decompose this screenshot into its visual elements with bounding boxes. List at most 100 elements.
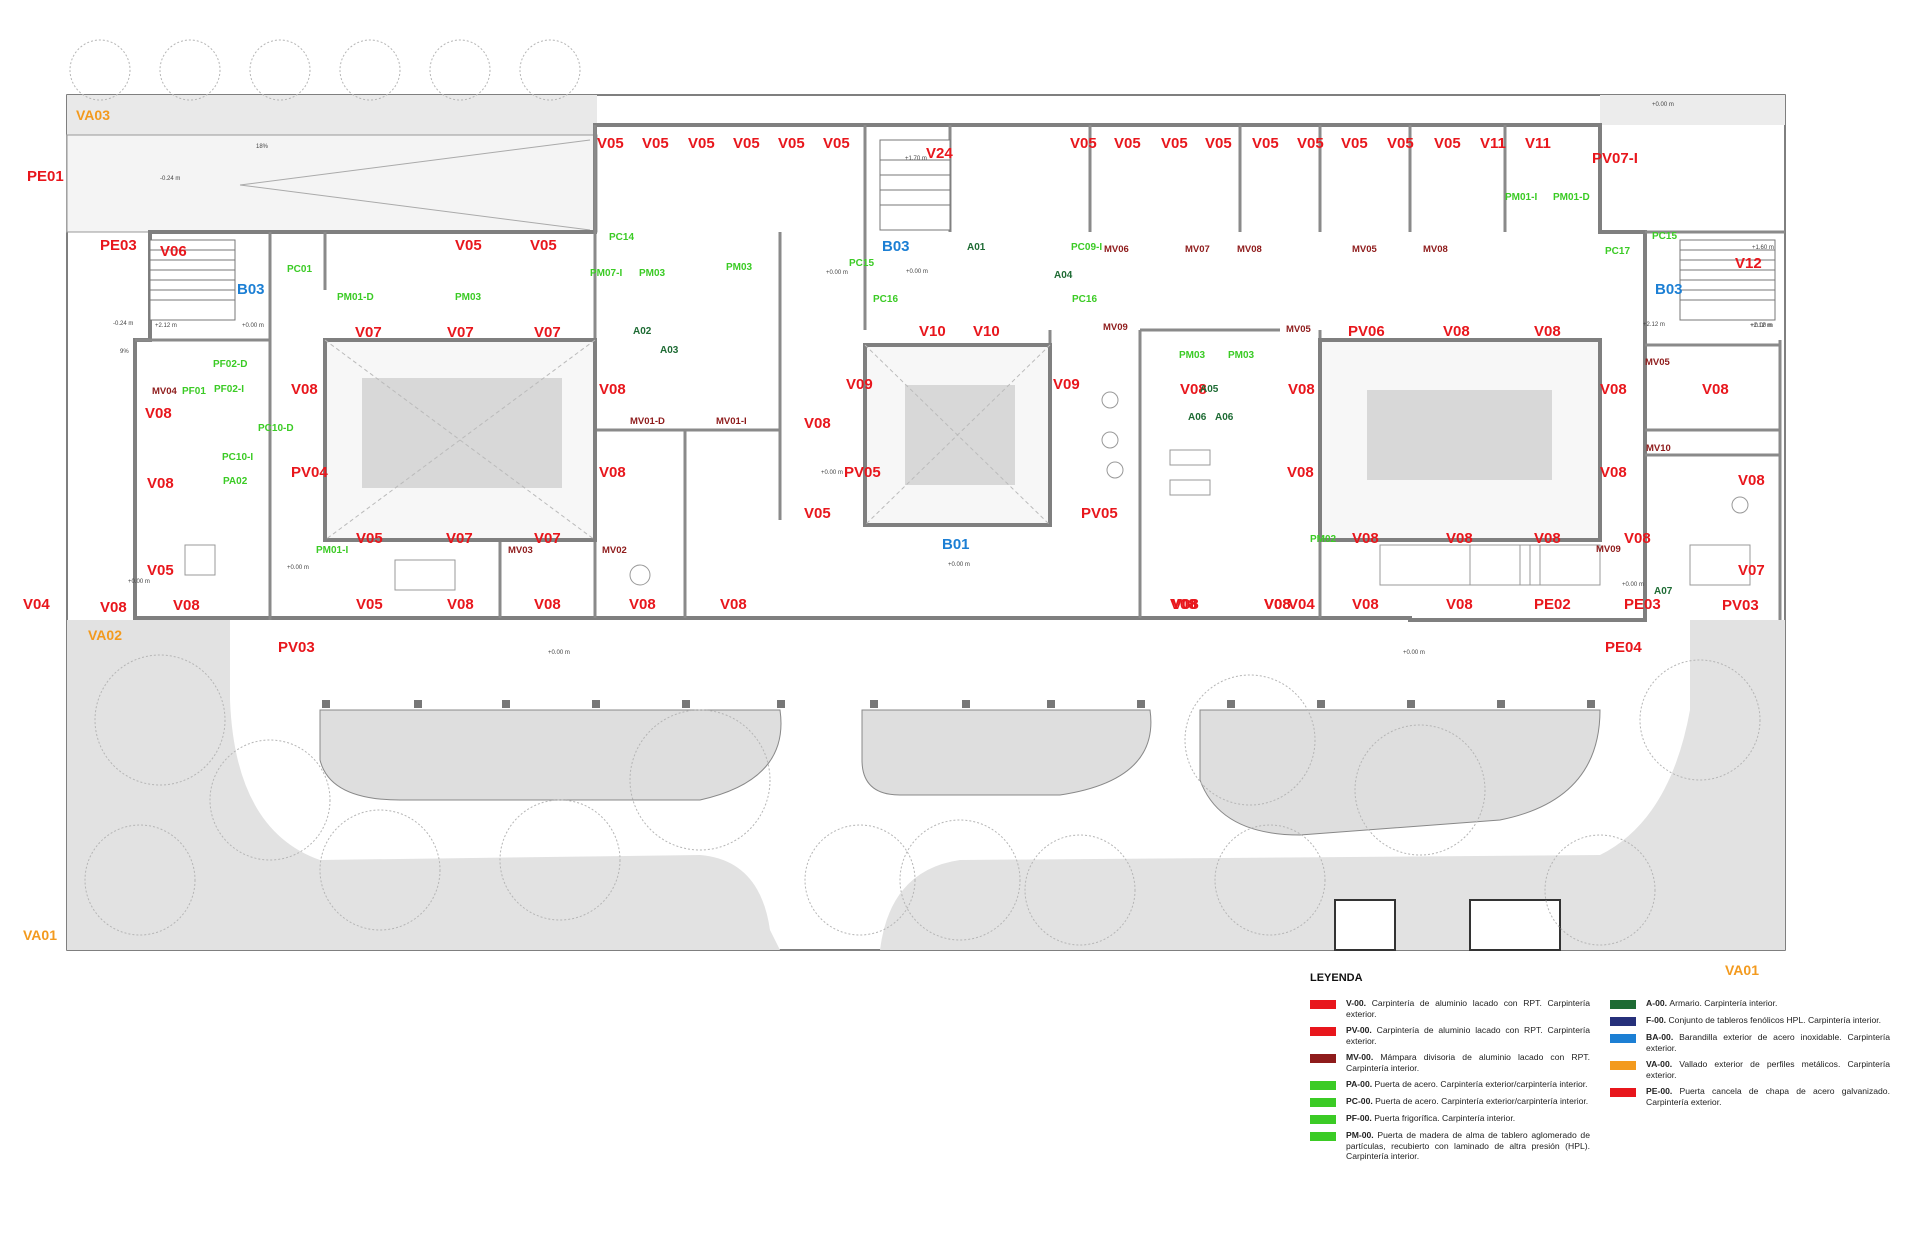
plan-label-red: PE04 (1605, 639, 1642, 656)
plan-label-red: V05 (147, 562, 174, 579)
plan-label-darkred: MV01-I (716, 416, 747, 427)
legend-code: MV-00. (1346, 1052, 1381, 1062)
plan-label-blue: B03 (1655, 281, 1683, 298)
legend-swatch (1310, 1054, 1336, 1063)
legend-swatch (1610, 1061, 1636, 1070)
plan-label-green: PM02 (1310, 534, 1337, 545)
plan-label-red: V07 (355, 324, 382, 341)
legend-swatch (1610, 1000, 1636, 1009)
plan-label-red: V05 (1205, 135, 1232, 152)
plan-label-red: V07 (446, 530, 473, 547)
legend-item-left-2: MV-00. Mámpara divisoria de aluminio lac… (1310, 1052, 1590, 1073)
plan-label-red: V08 (147, 475, 174, 492)
plan-label-darkgreen: A03 (660, 345, 679, 356)
plan-label-red: V07 (534, 324, 561, 341)
plan-label-darkgreen: A06 (1188, 412, 1207, 423)
plan-label-red: V08 (1170, 596, 1197, 613)
plan-label-green: PC15 (1652, 231, 1677, 242)
plan-label-dims: +0.00 m (287, 565, 309, 571)
plan-label-green: PM03 (726, 262, 753, 273)
garden-ground-right (880, 620, 1785, 950)
plan-label-red: V08 (1534, 323, 1561, 340)
legend-item-left-1: PV-00. Carpintería de aluminio lacado co… (1310, 1025, 1590, 1046)
plan-label-red: V08 (447, 596, 474, 613)
legend-description: Vallado exterior de perfiles metálicos. … (1646, 1059, 1890, 1080)
garden-bed-2 (861, 709, 1152, 796)
plan-label-red: V08 (1443, 323, 1470, 340)
plan-label-red: V08 (291, 381, 318, 398)
plan-label-red: V08 (1600, 381, 1627, 398)
plan-label-red: PE03 (1624, 596, 1661, 613)
plan-label-red: PV05 (844, 464, 881, 481)
plan-label-orange: VA01 (23, 927, 57, 943)
legend-description: Puerta cancela de chapa de acero galvani… (1646, 1086, 1890, 1107)
plan-label-green: PM01-D (1553, 192, 1590, 203)
plan-label-green: PC09-I (1071, 242, 1102, 253)
legend-item-left-5: PF-00. Puerta frigorífica. Carpintería i… (1310, 1113, 1590, 1124)
plan-label-green: PC14 (609, 232, 634, 243)
plan-label-red: V05 (778, 135, 805, 152)
legend-swatch (1310, 1115, 1336, 1124)
legend-swatch (1310, 1000, 1336, 1009)
plan-label-green: PM03 (1228, 350, 1255, 361)
legend-swatch (1310, 1132, 1336, 1141)
plan-label-red: V08 (1288, 381, 1315, 398)
legend-swatch (1310, 1027, 1336, 1036)
legend-text: PM-00. Puerta de madera de alma de table… (1346, 1130, 1590, 1162)
plan-label-green: PF01 (182, 386, 206, 397)
plan-label-blue: B03 (882, 238, 910, 255)
legend-swatch (1610, 1088, 1636, 1097)
plan-label-darkred: MV06 (1104, 244, 1129, 255)
plan-label-red: PV05 (1081, 505, 1118, 522)
plan-label-dims: -0.24 m (113, 321, 133, 327)
legend-description: Armario. Carpintería interior. (1669, 998, 1778, 1008)
plan-label-green: PA02 (223, 476, 248, 487)
plan-label-red: V06 (160, 243, 187, 260)
plan-label-red: V11 (1525, 135, 1551, 152)
plan-label-red: V08 (1287, 464, 1314, 481)
plan-label-darkgreen: A02 (633, 326, 652, 337)
plan-label-red: V05 (1297, 135, 1324, 152)
top-right-strip (1600, 95, 1785, 125)
plan-label-red: V08 (1446, 596, 1473, 613)
plan-label-green: PC10-D (258, 423, 294, 434)
plan-label-red: V08 (1352, 596, 1379, 613)
plan-label-green: PM03 (1179, 350, 1206, 361)
plan-label-darkgreen: A04 (1054, 270, 1073, 281)
plan-label-green: PM07-I (590, 268, 622, 279)
plan-label-dims: +0.00 m (826, 270, 848, 276)
plan-label-dims: +0.00 m (1751, 323, 1773, 329)
legend-swatch (1310, 1081, 1336, 1090)
plan-label-red: V08 (1180, 381, 1207, 398)
legend-text: VA-00. Vallado exterior de perfiles metá… (1646, 1059, 1890, 1080)
plan-label-dims: +0.00 m (1403, 650, 1425, 656)
plan-label-red: PV04 (291, 464, 328, 481)
plan-label-red: V08 (1738, 472, 1765, 489)
plan-label-red: V08 (599, 464, 626, 481)
legend-code: PA-00. (1346, 1079, 1375, 1089)
plan-label-dims: +0.00 m (948, 562, 970, 568)
plan-label-green: PM01-I (316, 545, 348, 556)
plan-label-red: V08 (100, 599, 127, 616)
plan-label-orange: VA01 (1725, 962, 1759, 978)
legend-item-right-0: A-00. Armario. Carpintería interior. (1610, 998, 1890, 1009)
plan-label-green: PF02-I (214, 384, 244, 395)
plan-label-green: PC16 (1072, 294, 1097, 305)
plan-label-red: V08 (1352, 530, 1379, 547)
legend-text: PA-00. Puerta de acero. Carpintería exte… (1346, 1079, 1588, 1090)
plan-label-red: V08 (1264, 596, 1291, 613)
plan-label-red: V05 (1114, 135, 1141, 152)
plan-label-green: PC15 (849, 258, 874, 269)
legend-code: PC-00. (1346, 1096, 1376, 1106)
plan-label-red: PV03 (1722, 597, 1759, 614)
legend-item-right-4: PE-00. Puerta cancela de chapa de acero … (1610, 1086, 1890, 1107)
plan-label-green: PM03 (455, 292, 482, 303)
plan-label-dims: +0.00 m (1652, 102, 1674, 108)
legend-code: A-00. (1646, 998, 1670, 1008)
plan-label-darkred: MV04 (152, 386, 178, 397)
plan-label-dims: 9% (120, 349, 129, 355)
plan-label-red: V05 (530, 237, 557, 254)
legend-column-right: A-00. Armario. Carpintería interior.F-00… (1610, 998, 1890, 1113)
plan-label-dims: +1.70 m (905, 156, 927, 162)
legend-description: Carpintería de aluminio lacado con RPT. … (1346, 998, 1590, 1019)
